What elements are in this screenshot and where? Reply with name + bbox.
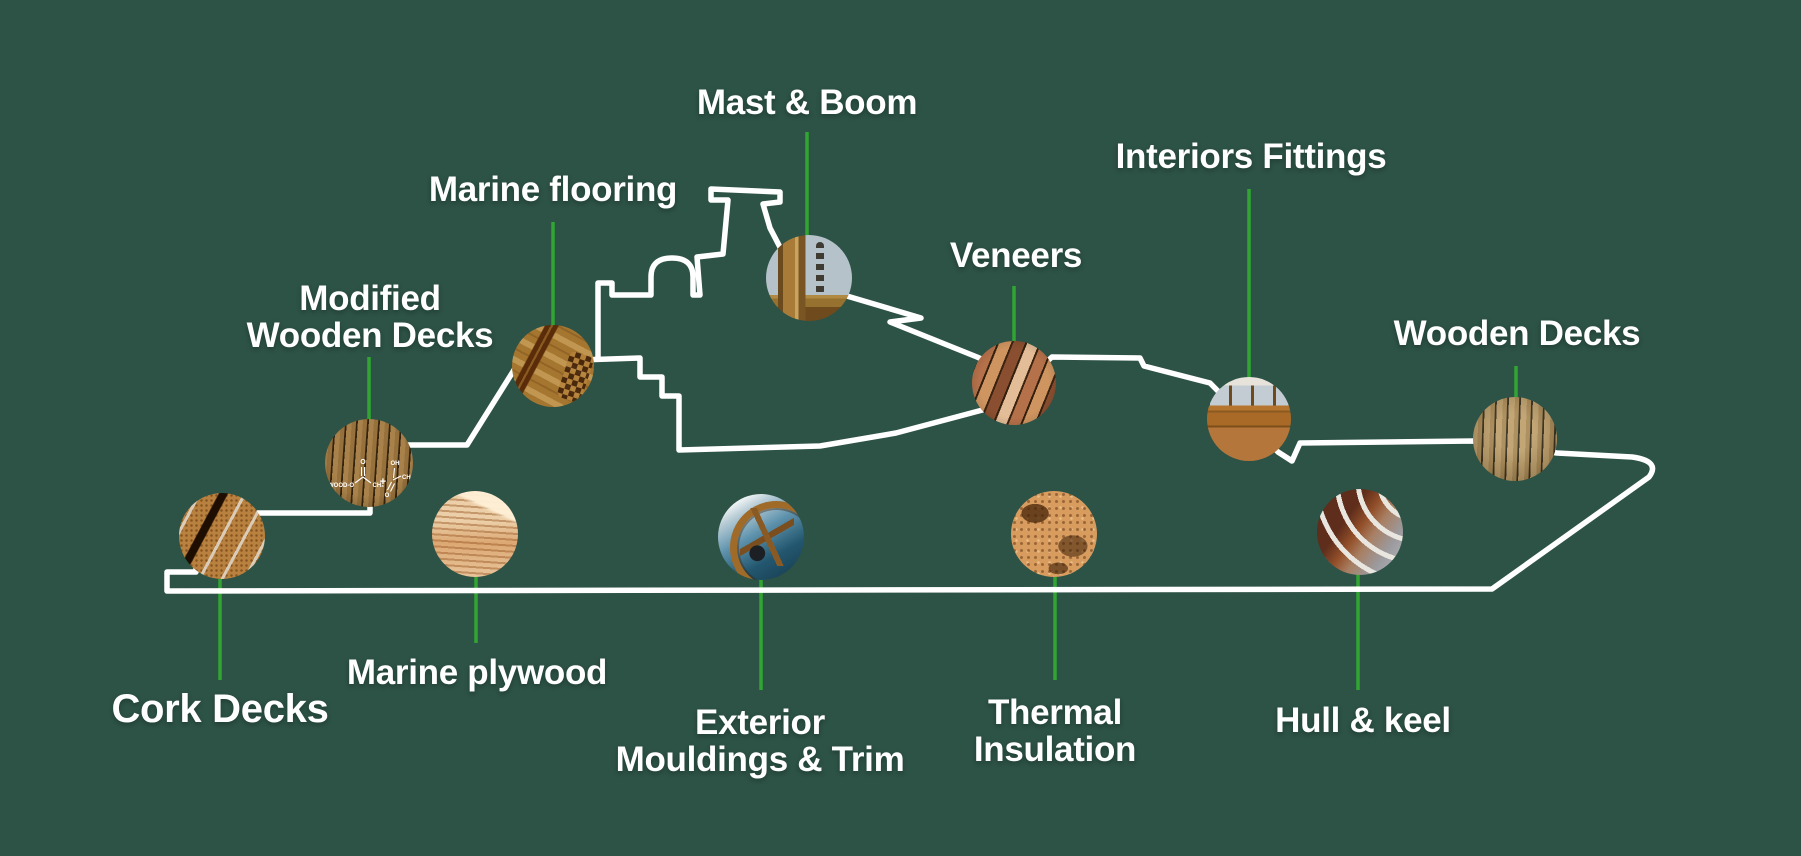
chem-o-top: O: [360, 459, 366, 466]
chem-oh: OH: [391, 461, 400, 467]
cork-decks-photo: [179, 493, 265, 579]
label-marine-flooring: Marine flooring: [428, 170, 678, 209]
label-thermal-insulation: Thermal Insulation: [973, 693, 1137, 769]
cabin-and-mast-outline: [595, 186, 803, 360]
chain-icon: [815, 241, 824, 296]
chem-plus: +: [380, 476, 386, 488]
marine-plywood-photo: [432, 491, 518, 577]
label-wooden-decks: Wooden Decks: [1393, 314, 1641, 353]
thermal-insulation-photo: [1011, 491, 1097, 577]
exterior-mouldings-photo: [718, 494, 804, 580]
label-veneers: Veneers: [949, 236, 1083, 275]
cockpit-coaming-outline: [827, 288, 1005, 371]
hull-keel-photo: [1317, 489, 1403, 575]
modified-wooden-decks-photo: O WOOD-O CH₃ + OH CH₃ O: [325, 419, 413, 507]
interiors-fittings-photo: [1207, 377, 1291, 461]
label-exterior-mouldings: Exterior Mouldings & Trim: [615, 703, 905, 779]
label-marine-plywood: Marine plywood: [346, 653, 608, 692]
label-interiors-fittings: Interiors Fittings: [1115, 137, 1387, 176]
chem-ch3-right: CH₃: [402, 475, 413, 481]
marine-flooring-photo: [512, 325, 594, 407]
label-mast-boom: Mast & Boom: [696, 83, 918, 122]
wooden-decks-photo: [1473, 397, 1557, 481]
label-cork-decks: Cork Decks: [111, 687, 329, 731]
chem-ch3-left: CH₃: [373, 483, 385, 489]
label-modified-wooden-decks: Modified Wooden Decks: [246, 279, 494, 355]
label-hull-keel: Hull & keel: [1275, 701, 1451, 740]
mast-boom-photo: [766, 235, 852, 321]
hull-and-deck-outline: [164, 354, 1656, 594]
chem-wood-o: WOOD-O: [328, 483, 354, 489]
chem-o-bottom: O: [385, 493, 390, 499]
veneers-photo: [972, 341, 1056, 425]
wood-acetylation-formula: O WOOD-O CH₃ + OH CH₃ O: [328, 459, 413, 499]
connector-lines: [218, 132, 1518, 690]
